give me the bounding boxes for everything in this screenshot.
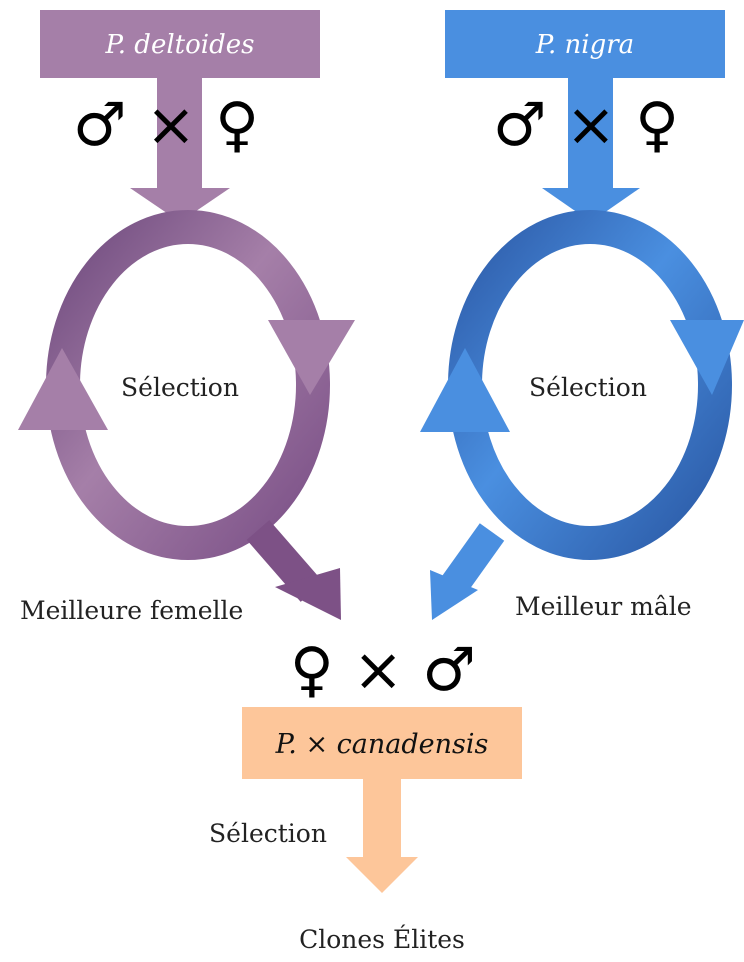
deltoides-box [40, 10, 320, 78]
final-arrowhead [346, 857, 418, 893]
nigra-branch: P. nigra ♂ × ♀ Sélection Meilleur mâle [420, 10, 744, 621]
deltoides-loop-arrowhead-left [18, 348, 108, 430]
hybrid-cross: ♀ × ♂ [290, 635, 476, 705]
deltoides-loop-label: Sélection [121, 373, 239, 402]
final-result-label: Clones Élites [299, 925, 465, 954]
nigra-loop-label: Sélection [529, 373, 647, 402]
deltoides-stem [157, 78, 202, 190]
hybrid-box [242, 707, 522, 779]
final-stem [363, 779, 401, 859]
nigra-label: P. nigra [535, 30, 634, 60]
nigra-stem [568, 78, 613, 190]
deltoides-stem-arrowhead [130, 188, 230, 222]
nigra-loop-arrowhead-left [420, 348, 510, 432]
hybrid-section: ♀ × ♂ P. × canadensis Sélection Clones É… [209, 635, 522, 954]
deltoides-output-arrowhead [275, 568, 341, 620]
final-step-label: Sélection [209, 819, 327, 848]
nigra-output-shaft [439, 523, 505, 597]
nigra-cross: ♂ × ♀ [493, 90, 679, 160]
nigra-stem-arrowhead [542, 188, 640, 222]
nigra-output-arrowhead [430, 570, 478, 620]
nigra-box [445, 10, 725, 78]
nigra-output-label: Meilleur mâle [515, 592, 692, 621]
nigra-loop-arrowhead-right [670, 320, 744, 395]
deltoides-output-label: Meilleure femelle [20, 596, 243, 625]
hybrid-label: P. × canadensis [275, 729, 489, 760]
deltoides-label: P. deltoides [105, 30, 255, 60]
deltoides-loop-arrowhead-right [268, 320, 355, 395]
deltoides-cross: ♂ × ♀ [73, 90, 259, 160]
deltoides-branch: P. deltoides ♂ × ♀ Sélection Meilleure f… [18, 10, 355, 625]
